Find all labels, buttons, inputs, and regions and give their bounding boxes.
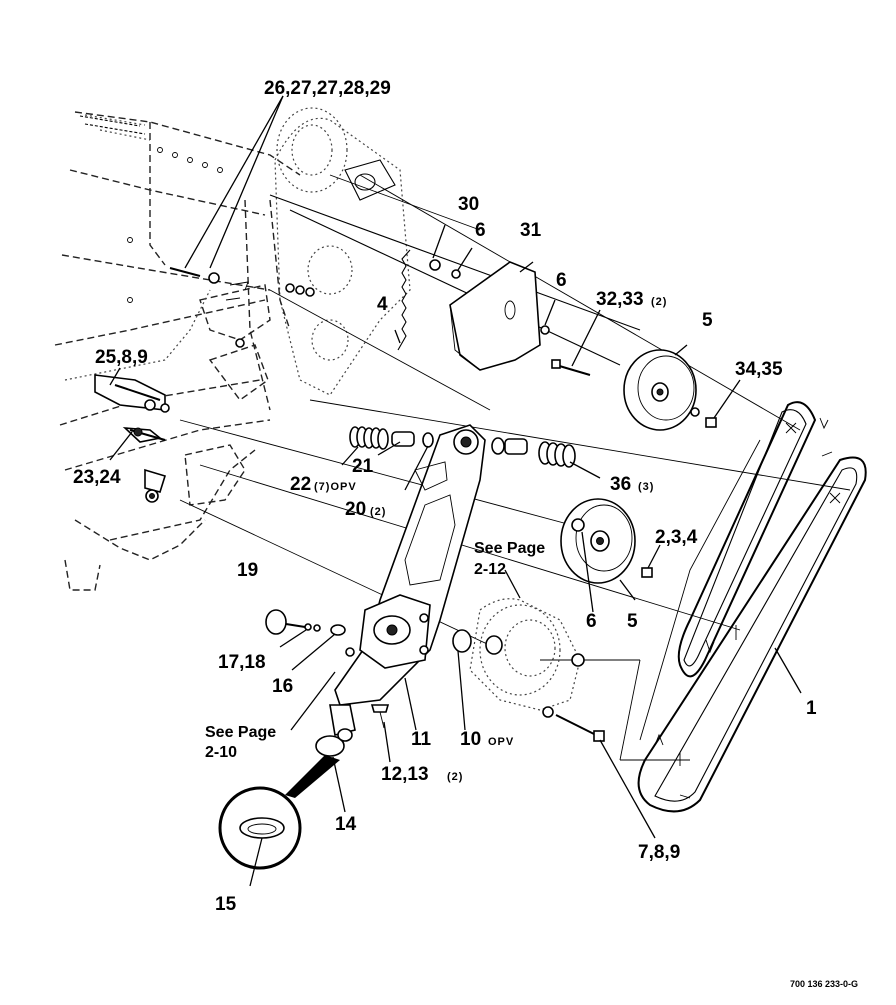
bolt-12-13 [370,704,390,729]
label-32-33: 32,33 [596,289,644,310]
label-21: 21 [352,456,374,477]
label-31: 31 [520,220,542,241]
label-7-8-9: 7,8,9 [638,842,680,863]
cross-reference-notes: See Page 2-12 See Page 2-10 [205,540,545,761]
see-page-ref-lower: 2-10 [205,744,237,761]
label-16: 16 [272,676,293,697]
label-34-35: 34,35 [735,359,783,380]
label-4: 4 [377,294,388,315]
knob-and-washers [265,609,346,636]
gearbox-dotted [452,598,605,742]
label-12-13: 12,13 [381,764,429,785]
see-page-note-upper: See Page [474,540,545,557]
detail-circle [218,755,340,870]
drive-belts [637,401,867,813]
frame-structure [54,111,301,591]
label-17-18: 17,18 [218,652,266,673]
label-10-opv: OPV [488,736,514,748]
label-12-13-qty: (2) [447,771,463,783]
see-page-ref-upper: 2-12 [474,561,506,578]
spacer-stack [349,426,576,468]
label-26-27-27-28-29: 26,27,27,28,29 [264,78,391,99]
upper-drive-assembly [244,107,411,411]
label-6-upper: 6 [475,220,486,241]
see-page-note-lower: See Page [205,724,276,741]
drawing-code: 700 136 233-0-G [790,979,858,989]
label-14: 14 [335,814,357,835]
idler-pulley [560,498,653,584]
label-1: 1 [806,698,817,719]
label-2-3-4: 2,3,4 [655,527,698,548]
label-25-8-9: 25,8,9 [95,347,148,368]
label-20: 20 [345,499,366,520]
callout-labels: 26,27,27,28,29 30 6 31 6 32,33 (2) 4 5 3… [73,78,817,915]
label-23-24: 23,24 [73,467,121,488]
label-5-lower: 5 [627,611,638,632]
left-fasteners [94,267,315,503]
label-22: 22 [290,474,311,495]
label-30: 30 [458,194,479,215]
label-36: 36 [610,474,631,495]
label-10: 10 [460,729,481,750]
idler-arm [315,424,486,757]
label-15: 15 [215,894,237,915]
spring-and-bracket [397,249,591,376]
leader-lines [109,95,802,887]
upper-pulley [623,349,717,431]
label-19: 19 [237,560,258,581]
label-6-lower: 6 [586,611,597,632]
label-5-upper: 5 [702,310,713,331]
label-6-bracket: 6 [556,270,567,291]
label-32-33-qty: (2) [651,296,667,308]
label-22-qty: (7)OPV [314,481,357,493]
center-lines [179,174,851,761]
label-20-qty: (2) [370,506,386,518]
label-11: 11 [411,729,432,750]
label-36-qty: (3) [638,481,654,493]
